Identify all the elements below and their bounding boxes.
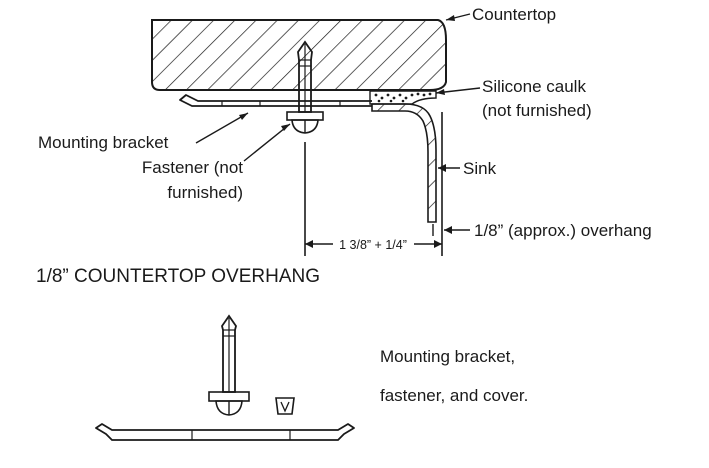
leader-lines [195,13,481,234]
dimension-lines [304,112,443,256]
sink-label: Sink [463,159,497,178]
mounting-bracket [179,94,372,107]
dimension-label: 1 3/8” + 1/4” [339,238,407,252]
diagram-title: 1/8” COUNTERTOP OVERHANG [36,266,320,287]
fastener-detail [208,314,250,416]
caption-line1: Mounting bracket, [380,347,515,366]
caption-line2: fastener, and cover. [380,386,528,405]
countertop-label: Countertop [472,5,556,24]
silicone-caulk-label-line1: Silicone caulk [482,77,586,96]
mounting-bracket-label: Mounting bracket [38,133,169,152]
mounting-bracket-detail [95,423,355,441]
cover-detail [275,397,295,415]
silicone-caulk [369,90,437,105]
fastener [286,40,324,134]
silicone-caulk-label-line2: (not furnished) [482,101,592,120]
fastener-label-line1: Fastener (not [142,158,243,177]
fastener-label-line2: furnished) [167,183,243,202]
sink-rim [371,103,437,223]
overhang-label: 1/8” (approx.) overhang [474,221,652,240]
countertop [151,19,447,91]
